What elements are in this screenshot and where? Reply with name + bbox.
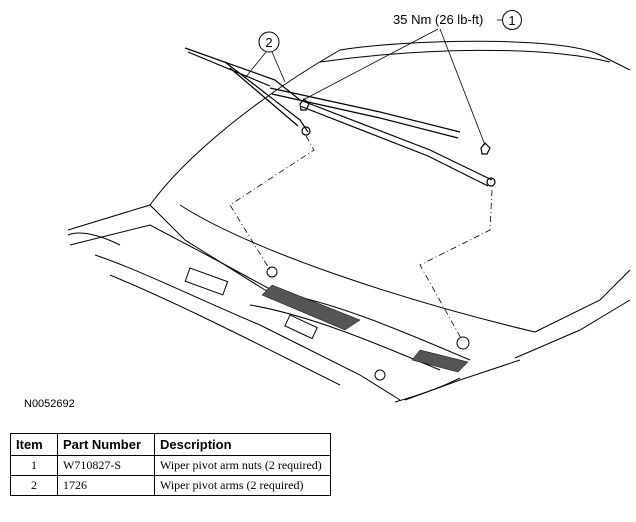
table-row: 2 1726 Wiper pivot arms (2 required) — [10, 475, 331, 496]
figure-id: N0052692 — [24, 398, 75, 410]
windshield-lower-edge — [179, 204, 536, 333]
body-right-line — [534, 269, 631, 333]
callout-1-number: 1 — [508, 13, 515, 28]
row-description: Wiper pivot arm nuts (2 required) — [154, 455, 331, 476]
cowl-bracket-1 — [184, 267, 229, 296]
assembly-line-left — [229, 135, 315, 271]
assembly-line-right — [419, 189, 493, 341]
parts-table-header-row: Item Part Number Description — [10, 433, 331, 456]
leader-torque-right — [439, 28, 486, 146]
header-part-number: Part Number — [57, 433, 155, 456]
torque-spec-label: 35 Nm (26 lb-ft) — [393, 12, 483, 27]
arm-pivot-cap-right — [486, 177, 496, 187]
cowl-screen-left — [261, 284, 361, 331]
table-row: 1 W710827-S Wiper pivot arm nuts (2 requ… — [10, 455, 331, 476]
callout-2-number: 2 — [265, 35, 272, 50]
wiper-assembly-illustration: 35 Nm (26 lb-ft) 1 2 — [67, 10, 631, 403]
fender-edge-right — [394, 377, 461, 403]
wiper-arm-left-2 — [229, 67, 299, 127]
arm-pivot-cap-left — [301, 126, 311, 136]
header-description: Description — [154, 433, 331, 456]
pivot-right — [456, 336, 470, 350]
wiper-blade-left-2 — [187, 51, 271, 87]
inner-fender-left — [67, 232, 121, 246]
wiper-blade-right — [269, 87, 461, 133]
parts-table: Item Part Number Description 1 W710827-S… — [10, 433, 331, 496]
row-item: 2 — [10, 475, 58, 496]
cowl-left — [67, 204, 266, 291]
pivot-left — [266, 266, 278, 278]
cowl-screen-right — [411, 349, 469, 373]
callout-2-circle — [258, 31, 280, 53]
leader-callout-2b — [271, 51, 286, 83]
callout-1-circle — [502, 10, 522, 30]
leader-callout-2a — [244, 51, 267, 79]
row-description: Wiper pivot arms (2 required) — [154, 475, 331, 496]
cowl-panel-lower — [109, 274, 341, 386]
row-item: 1 — [10, 455, 58, 476]
row-part-number: W710827-S — [57, 455, 155, 476]
wiper-blade-right-2 — [271, 93, 459, 139]
header-item: Item — [10, 433, 58, 456]
cowl-panel — [94, 254, 401, 401]
wiper-arm-left — [224, 61, 309, 133]
leader-torque-left — [302, 28, 439, 101]
grommet — [374, 369, 386, 381]
row-part-number: 1726 — [57, 475, 155, 496]
wiper-arm-right — [299, 99, 493, 181]
windshield-upper-edge — [319, 49, 611, 63]
cowl-bracket-2 — [284, 314, 318, 340]
windshield-outline — [149, 40, 631, 206]
wiper-arm-right-2 — [299, 105, 489, 187]
body-right-line-2 — [514, 299, 631, 359]
cowl-left-lower — [69, 224, 291, 301]
nut-right — [480, 142, 491, 155]
